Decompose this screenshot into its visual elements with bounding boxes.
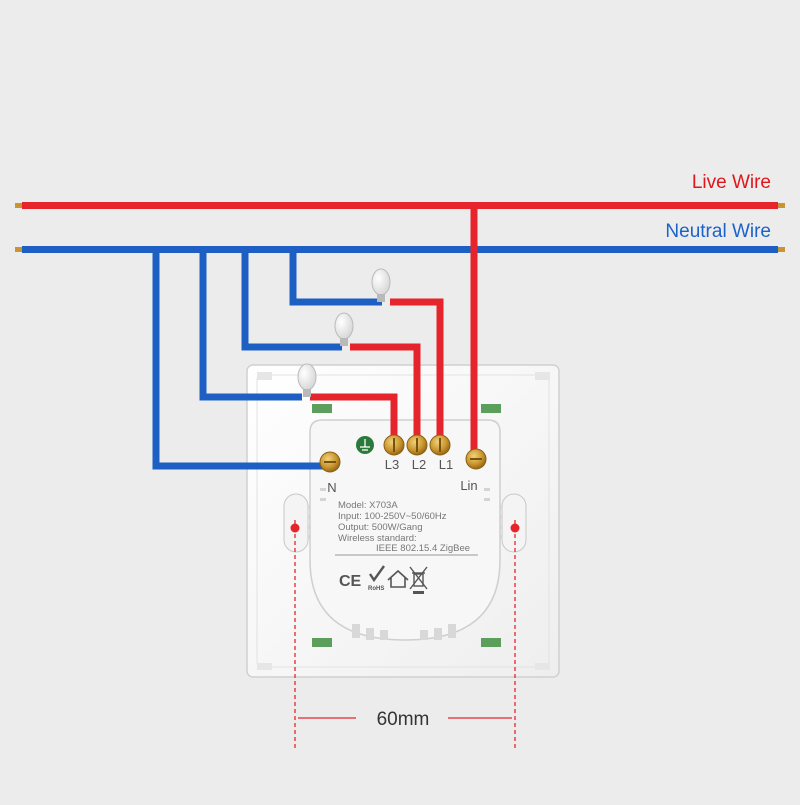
certification-icons: CE RoHS [339, 565, 428, 594]
spec-label: Model: X703A Input: 100-250V~50/60Hz Out… [338, 500, 470, 554]
module-housing [309, 419, 501, 641]
mounting-clip [481, 404, 501, 413]
terminal-l1: L1 [429, 434, 453, 472]
lamp-icon [371, 268, 391, 302]
ce-mark-icon: CE [339, 573, 362, 590]
mounting-clip [312, 404, 332, 413]
terminal-label-n: N [327, 480, 336, 495]
lamp-icon [334, 312, 354, 346]
mounting-clip [481, 638, 501, 647]
terminal-l2: L2 [406, 434, 428, 472]
terminal-label-l1: L1 [439, 457, 453, 472]
terminal-n: N [319, 451, 341, 495]
live-wire: Live Wire [15, 172, 785, 209]
terminal-label-l2: L2 [412, 457, 426, 472]
spec-model: Model: X703A [338, 500, 398, 511]
spec-standard: IEEE 802.15.4 ZigBee [376, 543, 470, 554]
neutral-wire-label: Neutral Wire [665, 221, 771, 242]
live-wire-label: Live Wire [692, 172, 771, 193]
spec-wireless: Wireless standard: [338, 533, 417, 544]
dimension-indicator: 60mm [294, 520, 516, 748]
weee-bin-icon [409, 566, 428, 594]
mounting-clip [312, 638, 332, 647]
earth-symbol-icon [356, 436, 374, 454]
neutral-branch-wires [152, 253, 382, 470]
terminal-label-lin: Lin [460, 478, 477, 493]
svg-text:RoHS: RoHS [368, 586, 384, 592]
lamp-icon [297, 363, 317, 397]
indoor-use-icon [387, 569, 409, 588]
neutral-wire: Neutral Wire [15, 221, 785, 253]
rohs-icon: RoHS [368, 565, 385, 592]
switched-live-wires [310, 298, 444, 436]
terminal-label-l3: L3 [385, 457, 399, 472]
terminal-l3: L3 [383, 434, 405, 472]
dimension-label: 60mm [377, 709, 430, 730]
terminal-lin: Lin [460, 448, 487, 493]
spec-input: Input: 100-250V~50/60Hz [338, 511, 447, 522]
spec-output: Output: 500W/Gang [338, 522, 423, 533]
